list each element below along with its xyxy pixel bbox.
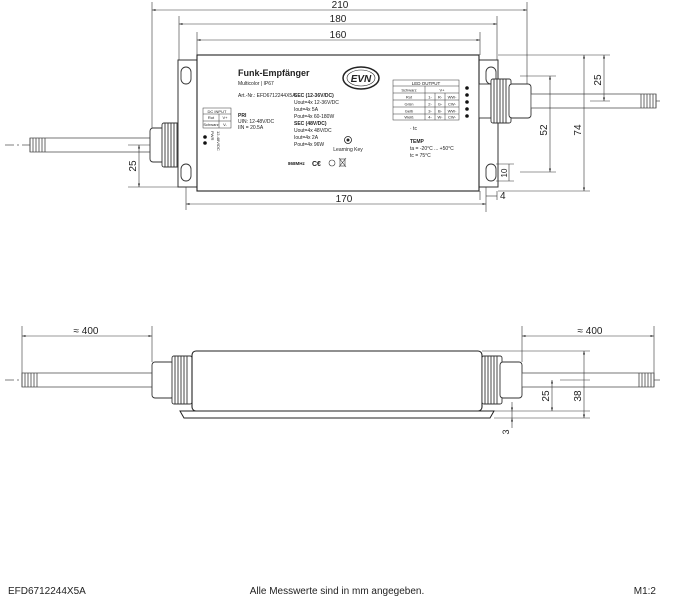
led-r3c0: Weiß bbox=[404, 115, 414, 120]
temp-line-2: tc = 75°C bbox=[410, 153, 431, 159]
pwr-led bbox=[203, 135, 207, 139]
led-r1c2: G- bbox=[438, 102, 443, 107]
dim-length-body: 160 bbox=[330, 30, 347, 41]
ce-mark: C€ bbox=[312, 161, 321, 168]
measurement-note: Alle Messwerte sind in mm angegeben. bbox=[249, 586, 425, 597]
sec2-line-2: Iout=4x 2A bbox=[294, 135, 319, 141]
dim-hole-offset: 10 bbox=[500, 168, 509, 177]
mounting-holes bbox=[180, 66, 497, 182]
output-leds bbox=[465, 86, 469, 118]
label-subtitle: Multicolor | IP67 bbox=[238, 81, 274, 87]
dim-cable-right: ≈ 400 bbox=[578, 326, 603, 337]
pwr-led-2 bbox=[203, 141, 207, 145]
frequency-label: 868MHz bbox=[288, 161, 306, 166]
dim-cable-left: ≈ 400 bbox=[74, 326, 99, 337]
dc-input-table bbox=[202, 107, 232, 129]
side-base-plate bbox=[179, 410, 495, 419]
dim-overall-length: 210 bbox=[332, 0, 349, 11]
sec1-line-3: Pout=4x 60-180W bbox=[294, 114, 334, 120]
pwr-side-label: 12-48V/DC bbox=[216, 131, 221, 151]
dc-input-r0c1: V+ bbox=[222, 115, 228, 120]
side-left-gland bbox=[151, 355, 193, 405]
dc-input-r1c1: V- bbox=[223, 122, 227, 127]
led-r3c3: CW- bbox=[448, 115, 457, 120]
part-number: EFD6712244X5A bbox=[8, 586, 86, 597]
cert-icon bbox=[328, 159, 336, 167]
dc-input-r0c0: Rot bbox=[208, 115, 215, 120]
label-title: Funk-Empfänger bbox=[238, 68, 310, 78]
dim-height-holes: 52 bbox=[539, 124, 550, 136]
led-r2c2: B- bbox=[438, 109, 443, 114]
sec1-line-2: Iout=4x 5A bbox=[294, 107, 319, 113]
pwr-label: PWR bbox=[210, 131, 215, 140]
led-output-table bbox=[392, 79, 460, 121]
dim-edge-offset: 4 bbox=[500, 191, 506, 202]
dc-input-r1c0: Schwarz bbox=[203, 122, 218, 127]
sec1-line-0: SEC (12-36V/DC) bbox=[294, 93, 334, 99]
dc-input-title: DC INPUT bbox=[208, 109, 227, 114]
pri-line-0: PRI bbox=[238, 113, 247, 119]
led-r1c3: CW- bbox=[448, 102, 457, 107]
sec2-line-3: Pout=4x 96W bbox=[294, 142, 324, 148]
side-dimensions bbox=[21, 326, 655, 428]
led-output-header-0: Schwarz bbox=[401, 88, 416, 93]
side-housing-body bbox=[191, 350, 483, 412]
top-dimensions bbox=[128, 2, 610, 212]
led-r2c3: WW- bbox=[448, 109, 457, 114]
learning-key-button[interactable] bbox=[344, 136, 352, 144]
led-r2c0: Gelb bbox=[405, 109, 414, 114]
housing-body bbox=[196, 54, 480, 192]
dim-length-bottom: 170 bbox=[336, 194, 353, 205]
dim-cable-offset-right: 25 bbox=[593, 74, 604, 86]
right-cable-gland bbox=[478, 78, 532, 124]
evn-logo-text: EVN bbox=[351, 74, 372, 85]
sec1-line-1: Uout=4x 12-36V/DC bbox=[294, 100, 339, 106]
led-r2c1: 3- bbox=[428, 109, 432, 114]
evn-logo: EVN bbox=[342, 66, 380, 90]
led-r1c0: Grün bbox=[405, 102, 414, 107]
dim-base-plate: 3 bbox=[501, 429, 511, 434]
pri-line-1: UIN: 12-48V/DC bbox=[238, 119, 275, 125]
dim-height-total: 38 bbox=[573, 390, 584, 402]
pri-line-2: IIN = 20.5A bbox=[238, 125, 264, 131]
temp-line-0: TEMP bbox=[410, 139, 425, 145]
scale-label: M1:2 bbox=[633, 586, 656, 597]
product-label: Funk-Empfänger Multicolor | IP67 Art.-Nr… bbox=[202, 66, 469, 168]
dim-length-mounting: 180 bbox=[330, 14, 347, 25]
side-view: ≈ 400 ≈ 400 25 38 3 bbox=[5, 326, 660, 435]
weee-icon bbox=[339, 158, 346, 167]
led-output-header-1: V+ bbox=[439, 88, 445, 93]
led-r0c0: Rot bbox=[406, 95, 413, 100]
led-r3c2: W- bbox=[437, 115, 443, 120]
led-r0c2: R- bbox=[438, 95, 443, 100]
led-r3c1: 4- bbox=[428, 115, 432, 120]
side-left-cable bbox=[21, 372, 155, 388]
dim-cable-offset-left: 25 bbox=[128, 160, 139, 172]
sec2-line-1: Uout=4x 48V/DC bbox=[294, 128, 332, 134]
temp-line-1: ta = -20°C ... +50°C bbox=[410, 146, 454, 152]
led-output-title: LED OUTPUT bbox=[412, 81, 441, 86]
led-r1c1: 2- bbox=[428, 102, 432, 107]
certification-marks: C€ bbox=[312, 157, 347, 168]
led-r0c1: 1- bbox=[428, 95, 432, 100]
sec2-line-0: SEC (48V/DC) bbox=[294, 121, 327, 127]
dim-height-cable: 25 bbox=[541, 390, 552, 402]
led-r0c3: WW- bbox=[448, 95, 457, 100]
tc-label: · tc bbox=[410, 126, 417, 132]
learning-key-label: Learning Key bbox=[333, 147, 363, 153]
label-article: Art.-Nr.: EFD6712244X5A bbox=[238, 93, 296, 99]
dim-height-overall: 74 bbox=[573, 124, 584, 136]
top-view: Funk-Empfänger Multicolor | IP67 Art.-Nr… bbox=[5, 0, 660, 212]
side-right-gland bbox=[481, 355, 523, 405]
